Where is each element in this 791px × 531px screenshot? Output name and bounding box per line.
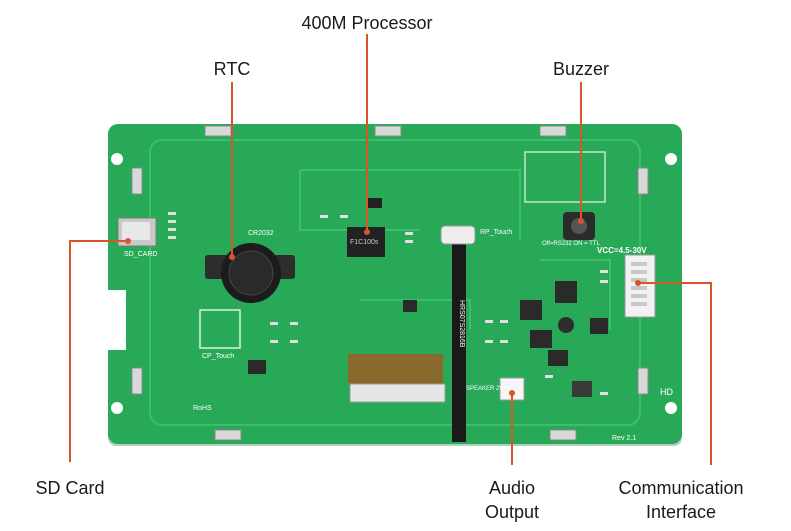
leader-sd-card — [69, 240, 128, 462]
fpc-connector — [349, 383, 446, 403]
mount-hole-tl — [111, 153, 123, 165]
ic-chip-2 — [590, 318, 608, 334]
ic-chip-1 — [555, 281, 577, 303]
label-communication-interface: Communication Interface — [596, 476, 766, 524]
passive-components — [168, 212, 608, 395]
silkscreen-text: CR2032 SD_CARD RP_Touch CP_Touch F1C100s… — [124, 229, 673, 442]
label-processor: 400M Processor — [301, 13, 433, 33]
cp-touch-connector — [199, 309, 241, 349]
ic-chip-3 — [530, 330, 552, 348]
inductor — [572, 381, 592, 397]
label-audio-line1: Audio — [488, 478, 536, 498]
ic-chip-4 — [548, 350, 568, 366]
silk-cp-touch: CP_Touch — [202, 353, 234, 360]
leader-lines — [69, 34, 712, 465]
leader-comm — [638, 282, 712, 465]
label-comm-line1: Communication — [618, 478, 744, 498]
traces — [299, 169, 611, 330]
sd-card-slot-inner — [122, 222, 150, 240]
silk-rev: Rev 2.1 — [612, 435, 636, 442]
edge-cutout — [108, 290, 126, 350]
silk-hd: HD — [660, 387, 673, 397]
silk-rs232: Off=RS232 ON = TTL — [542, 241, 600, 247]
fpc-ribbon — [348, 354, 443, 384]
label-sd-card: SD Card — [35, 478, 105, 498]
ic-chip-6 — [403, 300, 417, 312]
silk-rp-touch: RP_Touch — [480, 229, 512, 236]
leader-dots — [125, 218, 641, 396]
mount-hole-br — [665, 402, 677, 414]
silk-chip: F1C100s — [350, 239, 379, 246]
label-buzzer: Buzzer — [552, 59, 610, 79]
small-chip — [368, 198, 382, 208]
silk-rohs: RoHS — [193, 405, 212, 412]
flat-cable — [452, 240, 466, 442]
capacitor — [558, 317, 574, 333]
mount-hole-bl — [111, 402, 123, 414]
silk-sd: SD_CARD — [124, 251, 157, 258]
label-audio-line2: Output — [484, 502, 540, 522]
ic-chip-7 — [248, 360, 266, 374]
label-comm-line2: Interface — [645, 502, 717, 522]
edge-clips — [131, 125, 649, 441]
silk-speaker: SPEAKER 2W 4Ω — [466, 386, 515, 392]
ic-chip-5 — [520, 300, 542, 320]
silk-fpc: HRS07S2816B — [458, 300, 465, 348]
comm-connector-pins — [631, 262, 647, 306]
cable-connector — [440, 225, 476, 245]
label-audio-output: Audio Output — [462, 476, 562, 524]
buzzer-area-outline — [524, 151, 606, 203]
silk-vcc: VCC=4.5-30V — [597, 246, 647, 255]
rtc-battery — [228, 250, 274, 296]
silk-rtc: CR2032 — [248, 230, 274, 237]
label-rtc: RTC — [213, 59, 251, 79]
mount-hole-tr — [665, 153, 677, 165]
